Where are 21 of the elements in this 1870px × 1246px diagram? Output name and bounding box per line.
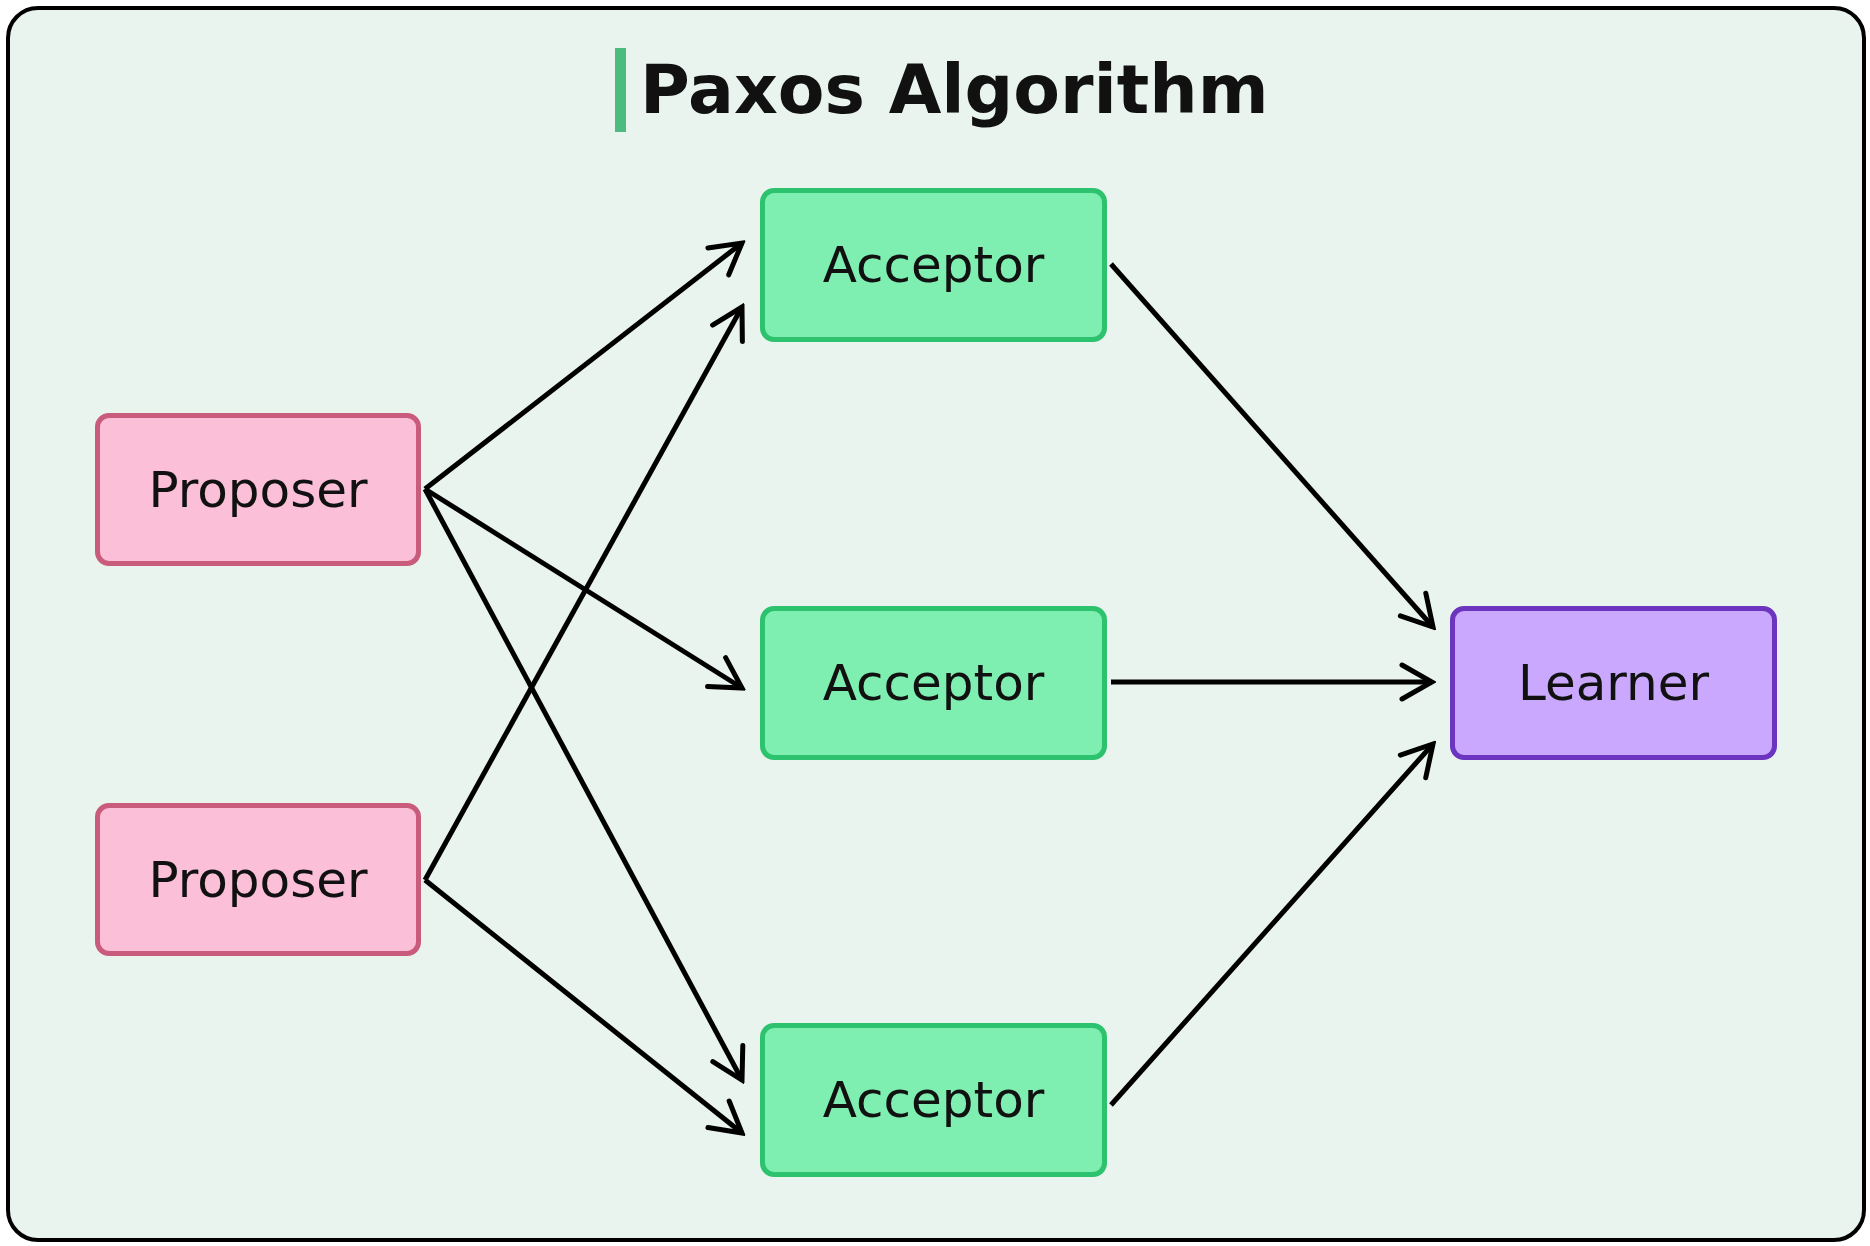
acceptor-box <box>760 1023 1107 1177</box>
diagram-title: Paxos Algorithm <box>640 49 1269 131</box>
arrow <box>423 240 745 491</box>
learner-box <box>1450 606 1777 760</box>
node-label: Acceptor <box>822 1071 1045 1129</box>
arrow <box>1109 741 1436 1107</box>
acceptor-box <box>760 188 1107 342</box>
node-label: Acceptor <box>822 236 1045 294</box>
proposer-box <box>95 413 421 566</box>
node-label: Learner <box>1517 654 1710 712</box>
arrow <box>1109 262 1436 630</box>
node-label: Proposer <box>148 460 368 519</box>
node-label: Acceptor <box>822 654 1045 712</box>
proposer-box <box>95 803 421 956</box>
arrow <box>1111 662 1435 702</box>
arrow <box>423 486 745 691</box>
arrow <box>423 878 745 1136</box>
arrow <box>422 487 746 1083</box>
acceptor-box <box>760 606 1107 760</box>
node-label: Proposer <box>148 850 368 909</box>
arrow <box>422 304 745 882</box>
